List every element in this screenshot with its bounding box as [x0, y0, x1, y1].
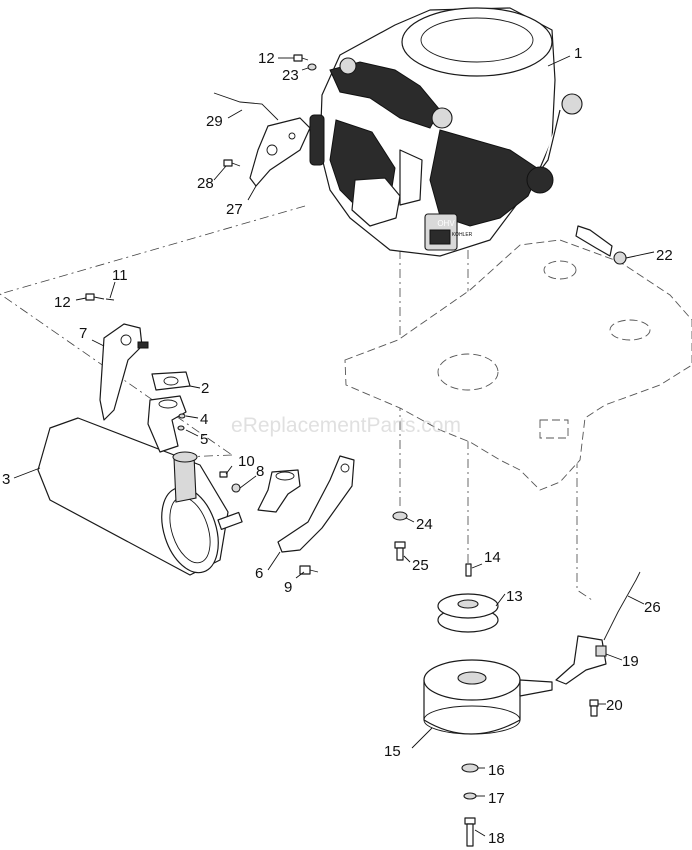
- bolt-20: [589, 699, 599, 717]
- engine-model-mark: OHV: [437, 219, 455, 228]
- callout-16: 16: [488, 762, 505, 779]
- engine-brand-mark: KOHLER: [452, 232, 473, 238]
- callout-19: 19: [622, 653, 639, 670]
- bracket-27: [249, 117, 311, 187]
- callout-14: 14: [484, 549, 501, 566]
- deck-plate: [344, 239, 692, 491]
- bolt-12-left: [85, 293, 105, 301]
- bracket-19: [555, 635, 607, 685]
- centerline-bracket: [576, 440, 593, 601]
- callout-15: 15: [384, 743, 401, 760]
- callout-26: 26: [644, 599, 661, 616]
- callout-4: 4: [200, 411, 208, 428]
- callout-23: 23: [282, 67, 299, 84]
- callout-11: 11: [112, 267, 128, 284]
- bolt-18: [464, 817, 476, 847]
- callout-2: 2: [201, 380, 209, 397]
- bracket-6: [277, 455, 355, 553]
- callout-22: 22: [656, 247, 673, 264]
- bolt-28: [223, 159, 241, 167]
- bolt-12-top: [293, 54, 309, 62]
- callout-5: 5: [200, 431, 208, 448]
- wire-29: [213, 92, 279, 121]
- nut-5: [177, 425, 185, 431]
- leader-lines: [13, 55, 655, 837]
- callout-10: 10: [238, 453, 255, 470]
- callout-27: 27: [226, 201, 243, 218]
- washer-16: [461, 763, 479, 773]
- callout-12-top: 12: [258, 50, 275, 67]
- callout-24: 24: [416, 516, 433, 533]
- callout-17: 17: [488, 790, 505, 807]
- callout-labels: 1 2 3 4 5 6 7 8 9 10 11 12 12 13 14 15 1…: [2, 45, 673, 847]
- callout-6: 6: [255, 565, 263, 582]
- callout-8: 8: [256, 463, 264, 480]
- washer-4: [178, 413, 186, 419]
- harness-26: [603, 571, 641, 641]
- callout-28: 28: [197, 175, 214, 192]
- clip-11: [105, 298, 115, 301]
- watermark: eReplacementParts.com: [231, 414, 461, 437]
- muffler-3: [37, 417, 243, 576]
- callout-3: 3: [2, 471, 10, 488]
- callout-18: 18: [488, 830, 505, 847]
- callout-20: 20: [606, 697, 623, 714]
- pulley-13: [437, 593, 499, 633]
- clutch-15: [423, 659, 553, 735]
- bracket-7: [99, 323, 149, 421]
- callout-25: 25: [412, 557, 429, 574]
- washer-17: [463, 792, 477, 800]
- exhaust-pipe-right: [257, 469, 301, 513]
- bolt-9: [299, 565, 319, 575]
- callout-9: 9: [284, 579, 292, 596]
- washer-23: [307, 63, 317, 71]
- gasket-2: [151, 371, 191, 391]
- callout-29: 29: [206, 113, 223, 130]
- callout-7: 7: [79, 325, 87, 342]
- engine-assembly: OHV KOHLER: [309, 7, 583, 257]
- exhaust-pipe-left: [147, 395, 187, 453]
- callout-12-left: 12: [54, 294, 71, 311]
- washer-24: [392, 511, 408, 521]
- callout-13: 13: [506, 588, 523, 605]
- bolt-10: [219, 471, 228, 478]
- bolt-25: [394, 541, 406, 561]
- callout-1: 1: [574, 45, 582, 62]
- key-14: [465, 563, 472, 577]
- nut-8: [231, 483, 241, 493]
